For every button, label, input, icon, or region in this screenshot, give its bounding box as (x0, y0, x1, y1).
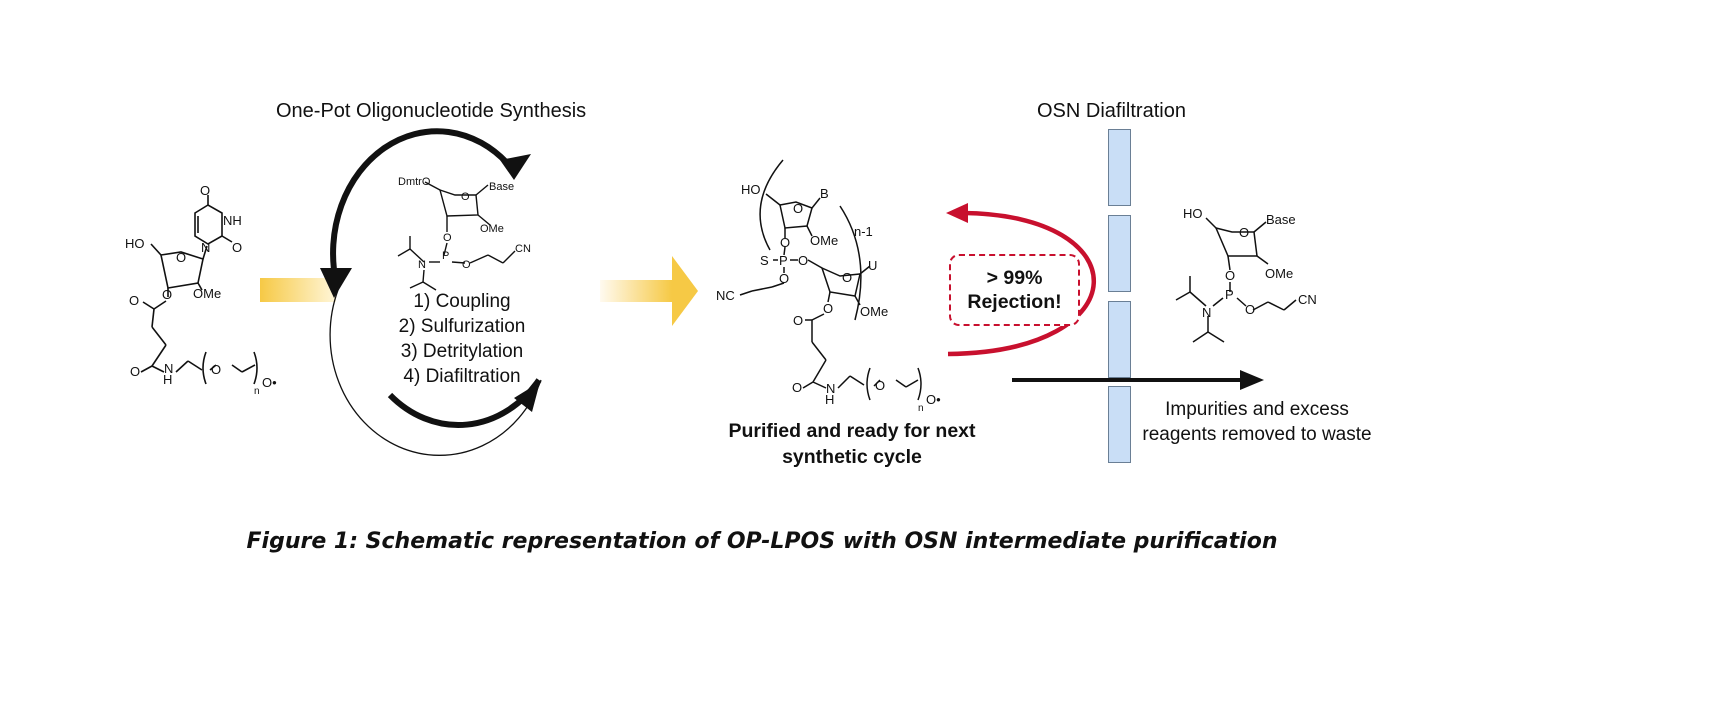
rejection-arrow-path (947, 210, 1096, 357)
label-start-ester-o1: O (162, 287, 172, 302)
label-start-peg-end: O• (262, 375, 277, 390)
rejection-label: > 99% Rejection! (949, 254, 1080, 326)
label-waste-base: Base (1266, 212, 1296, 227)
label-product-n1: n-1 (854, 224, 873, 239)
label-product-peg-n: n (918, 403, 924, 414)
label-product-p: P (779, 253, 788, 268)
membrane-segment (1108, 129, 1131, 206)
label-product-o2: O (798, 253, 808, 268)
label-product-h: H (825, 392, 834, 407)
cycle-arrowhead-bottom (514, 382, 540, 412)
rejection-arrowhead (946, 203, 968, 223)
label-reagent-ring-o: O (461, 191, 470, 203)
label-reagent-ome: OMe (480, 223, 504, 235)
cycle-arrowhead-left (320, 268, 352, 298)
label-waste-p: P (1225, 287, 1234, 302)
label-waste-n: N (1202, 305, 1211, 320)
cycle-steps: 1) Coupling 2) Sulfurization 3) Detrityl… (372, 289, 552, 389)
waste-caption-line1: Impurities and excess (1165, 399, 1349, 420)
label-product-o1: O (780, 235, 790, 250)
diafiltration-title: OSN Diafiltration (1037, 100, 1186, 122)
label-waste-o2: O (1245, 302, 1255, 317)
label-waste-ring-o: O (1239, 225, 1249, 240)
label-reagent-o2: O (462, 259, 471, 271)
product-caption-line1: Purified and ready for next (728, 420, 976, 442)
figure-caption: Figure 1: Schematic representation of OP… (246, 529, 1278, 554)
product-caption: Purified and ready for next synthetic cy… (702, 418, 1002, 470)
product-caption-line2: synthetic cycle (782, 446, 922, 468)
label-start-n: N (201, 240, 210, 255)
label-product-ho: HO (741, 182, 761, 197)
label-product-o4: O (823, 301, 833, 316)
rejection-percent: > 99% (986, 267, 1043, 289)
label-product-peg-end: O• (926, 392, 941, 407)
yellow-arrow-left (260, 278, 336, 302)
label-start-amide-h: H (163, 372, 172, 387)
reagent-structure (397, 181, 516, 291)
label-product-u: U (868, 258, 877, 273)
product-labels: HO B O OMe n-1 O S P O O NC U O OMe O O … (716, 182, 941, 414)
waste-labels: HO Base O OMe O P N O CN (1183, 206, 1317, 320)
product-structure (739, 159, 922, 401)
label-start-nh: NH (223, 213, 242, 228)
label-start-o: O (200, 183, 210, 198)
label-reagent-o: O (443, 232, 452, 244)
step-coupling: 1) Coupling (413, 291, 511, 312)
label-reagent-cn: CN (515, 243, 531, 255)
label-product-ome2: OMe (860, 304, 888, 319)
cycle-arrowheads (320, 154, 540, 412)
waste-structure (1175, 217, 1297, 343)
rejection-text: Rejection! (967, 291, 1062, 313)
label-waste-cn: CN (1298, 292, 1317, 307)
label-start-o2: O (232, 240, 242, 255)
label-product-b: B (820, 186, 829, 201)
label-reagent-n: N (418, 259, 426, 271)
label-product-ring-o2: O (842, 270, 852, 285)
label-start-ring-o: O (176, 250, 186, 265)
label-start-ome: OMe (193, 286, 221, 301)
label-start-peg-n: n (254, 386, 260, 397)
label-start-ho: HO (125, 236, 145, 251)
label-start-peg-o: O (211, 362, 221, 377)
label-start-amide-n: N (164, 361, 173, 376)
waste-caption-line2: reagents removed to waste (1142, 424, 1372, 445)
label-product-ring-o1: O (793, 201, 803, 216)
membrane-segment (1108, 386, 1131, 463)
label-reagent-p: P (442, 250, 449, 262)
synthesis-title: One-Pot Oligonucleotide Synthesis (276, 100, 587, 122)
membrane-segment (1108, 215, 1131, 292)
waste-arrowhead (1240, 370, 1264, 390)
step-diafiltration: 4) Diafiltration (403, 366, 521, 387)
cycle-arrowhead-top (500, 154, 531, 180)
label-product-peg-o: O (875, 378, 885, 393)
label-product-n: N (826, 381, 835, 396)
starting-material-labels: O NH O N HO O OMe O O O N H O n O• (125, 183, 277, 397)
label-start-amide-o: O (130, 364, 140, 379)
label-product-o5: O (793, 313, 803, 328)
label-product-o3: O (779, 271, 789, 286)
reagent-labels: DmtrO Base O OMe O P N O CN (398, 176, 531, 271)
label-product-ome1: OMe (810, 233, 838, 248)
label-reagent-dmtro: DmtrO (398, 176, 431, 188)
label-waste-ome: OMe (1265, 266, 1293, 281)
label-reagent-base: Base (489, 181, 514, 193)
step-detritylation: 3) Detritylation (400, 341, 524, 362)
waste-caption: Impurities and excess reagents removed t… (1117, 397, 1397, 447)
yellow-arrow-right (600, 256, 698, 326)
starting-material-structure (140, 195, 258, 385)
label-product-nc: NC (716, 288, 735, 303)
label-waste-o: O (1225, 268, 1235, 283)
membrane-segment (1108, 301, 1131, 378)
label-start-ester-o2: O (129, 293, 139, 308)
label-product-s: S (760, 253, 769, 268)
label-product-o6: O (792, 380, 802, 395)
label-waste-ho: HO (1183, 206, 1203, 221)
step-sulfurization: 2) Sulfurization (398, 316, 526, 337)
